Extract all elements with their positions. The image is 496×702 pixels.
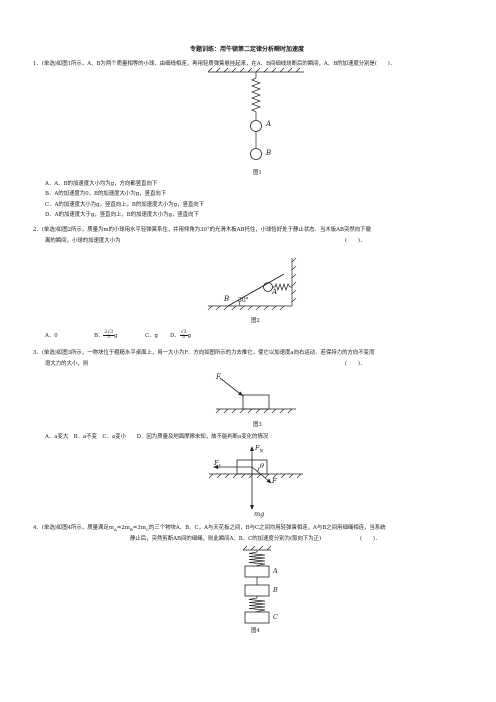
q1-stem: 1．(单选)如图1所示，A、B为两个质量相等的小球，由细线相连，再用轻质弹簧悬挂… [33, 61, 396, 67]
q4-stem-sub-a: A [113, 527, 117, 533]
ceiling [207, 67, 304, 73]
q4-paren: ( )． [360, 536, 381, 542]
ball-a [250, 120, 262, 132]
q1-option-b: B．A的加速度为0，B的加速度大小为g，竖直向下 [45, 191, 167, 197]
q2-label-a: A [272, 288, 278, 296]
q3-options: A．a变大 B．a不变 C．a变小 D．因为质量及地面摩擦未知，故不能判断a变化… [45, 434, 269, 440]
q2-option-a: A．0 [45, 333, 58, 339]
q3-figure [215, 377, 296, 414]
board-ab [227, 273, 285, 307]
q4-label-c: C [273, 613, 278, 621]
q4-stem-sub-b: B [129, 527, 133, 533]
q2-stem-line1: 2．(单选)如图2所示，质量为m的小球用水平轻弹簧系住，并用倾角为30°的光滑木… [33, 227, 371, 233]
q1-option-a: A．A、B的加速度大小均为g，方向都竖直向下 [45, 181, 158, 187]
q4-stem-line1: 4．(单选)如图4所示，质量满足mA=2mB=3mC的三个物块A、B、C，A与天… [33, 525, 386, 533]
block [242, 394, 270, 410]
q3-caption: 图3 [253, 422, 262, 428]
q2-label-b: B [224, 295, 230, 303]
theta-arc [257, 466, 260, 472]
fbd-label-theta: θ [260, 462, 264, 470]
spring-top [248, 550, 266, 566]
q1-figure [207, 67, 304, 160]
q2-option-d-suffix: g [187, 333, 192, 339]
q2-option-b-num: 2√3 [103, 330, 115, 336]
q4-label-a: A [273, 567, 278, 575]
friction-force-head [213, 465, 218, 469]
q2-option-b-prefix: B． [94, 333, 104, 339]
page-title: 专题训练：用牛顿第二定律分析瞬时加速度 [190, 46, 305, 53]
ball-b [250, 148, 262, 160]
q4-stem-line2: 静止后，突然剪断AB间的细绳，则此瞬间A、B、C的加速度分别为(取向下为正) [130, 536, 322, 542]
block-b [244, 584, 270, 597]
q3-paren: ( )． [345, 361, 366, 367]
q4-caption: 图4 [251, 628, 260, 634]
spring [272, 282, 292, 292]
q4-stem-eq1: =2m [116, 525, 130, 531]
fbd-label-ff: Ff [214, 460, 220, 470]
block-c [244, 611, 270, 624]
q2-option-b-den: 3 [107, 335, 111, 340]
normal-force-head [250, 446, 254, 451]
q1-label-a: A [266, 120, 272, 128]
q1-option-d: D．A的加速度大于g，竖直向上，B的加速度大小为g，竖直向下 [45, 212, 199, 218]
q1-caption: 图1 [253, 170, 262, 176]
fbd-label-ff-main: F [214, 459, 219, 467]
fbd-label-f: F [272, 477, 277, 485]
q4-stem-eq2: =3m [132, 525, 146, 531]
spring [251, 72, 261, 120]
q2-label-angle: 30° [238, 297, 249, 304]
q4-stem-rest: 的三个物块A、B、C，A与天花板之间，B与C之间均用轻弹簧相连，A与B之间用细绳… [148, 525, 386, 531]
q2-option-c: C．g [145, 333, 158, 339]
gravity-force-head [250, 505, 254, 510]
fbd-label-ff-sub: f [218, 464, 221, 470]
q2-paren: ( )． [345, 238, 366, 244]
q1-option-c: C．A的加速度大小为g，竖直向上，B的加速度大小为g，竖直向下 [45, 202, 205, 208]
fbd-label-fn-sub: N [259, 449, 264, 455]
spring-bottom [248, 596, 266, 612]
q2-caption: 图2 [251, 318, 260, 324]
q3-fbd [208, 446, 303, 510]
fbd-label-fn-main: F [255, 444, 260, 452]
q2-option-d-den: 3 [182, 335, 186, 340]
push-force [251, 466, 271, 483]
q1-label-b: B [266, 149, 272, 157]
q2-figure [207, 257, 297, 311]
q4-label-b: B [273, 586, 278, 594]
q3-stem-line2: 增大力的大小，则 [45, 361, 89, 367]
q3-label-f: F [216, 373, 221, 381]
fbd-label-mg: mg [254, 510, 265, 518]
q3-stem-line1: 3．(单选)如图3所示，一物块位于粗糙水平桌面上，用一大小为F、方向如图所示的力… [33, 350, 375, 356]
q4-stem-part1: 4．(单选)如图4所示，质量满足m [33, 525, 114, 531]
angle-arc [238, 300, 241, 307]
force-arrow [219, 377, 244, 397]
q2-stem-line2: 离的瞬间，小球的加速度大小为 [45, 238, 121, 244]
q4-figure [242, 545, 272, 624]
q2-option-b-suffix: g [114, 333, 118, 339]
force-arrowhead [238, 391, 243, 396]
ceiling [242, 545, 272, 551]
push-force-head [266, 478, 272, 484]
q2-option-d-prefix: D． [170, 333, 180, 339]
q4-stem-sub-c: C [145, 527, 149, 533]
block-a [244, 565, 270, 578]
q2-option-d-num: √3 [179, 330, 188, 336]
fbd-label-fn: FN [255, 445, 263, 455]
